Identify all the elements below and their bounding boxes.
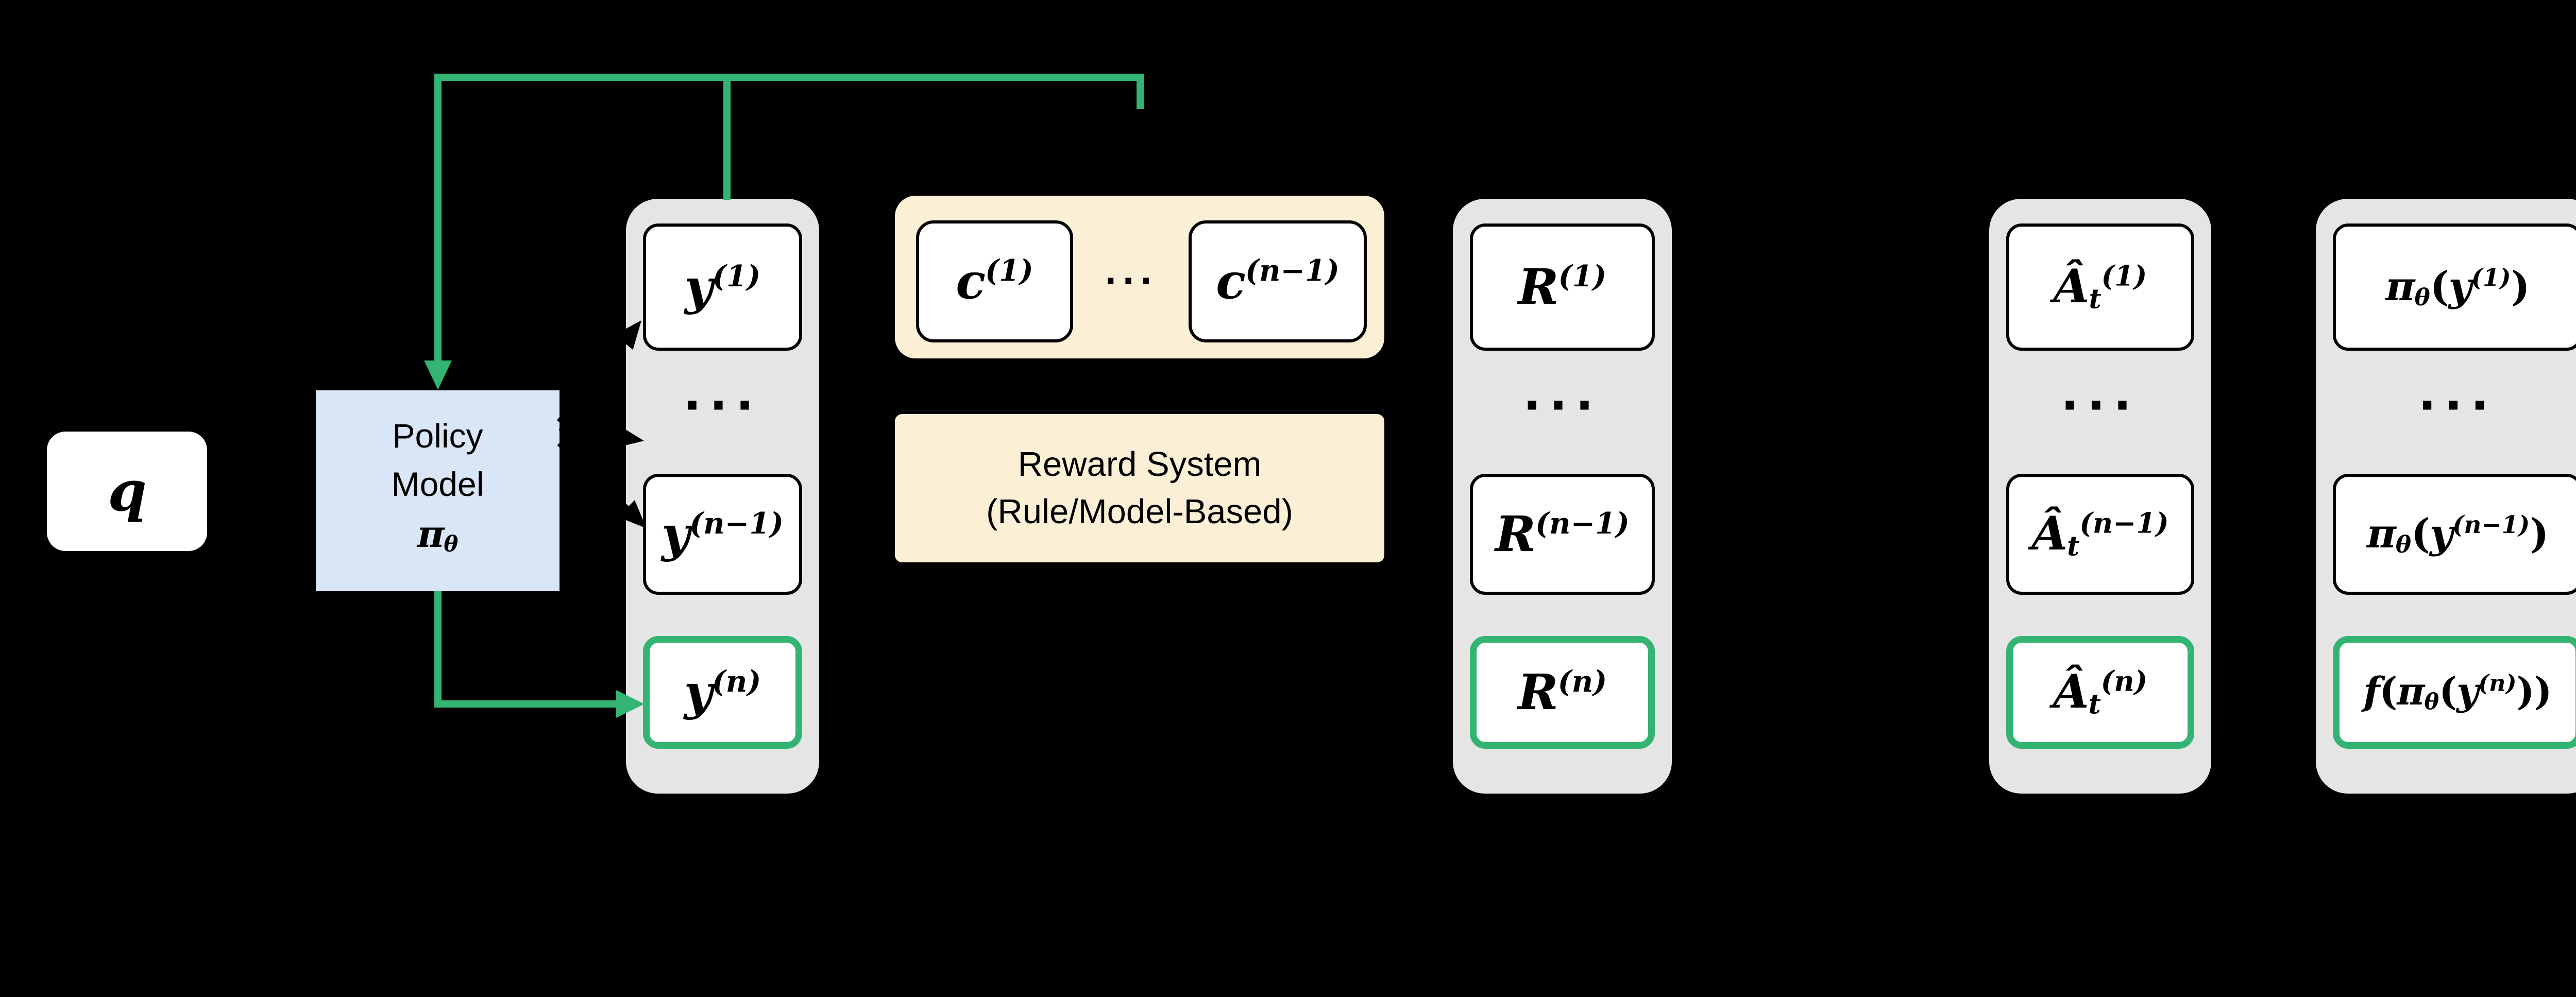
advantage-label-1: Ât(1)	[2053, 259, 2147, 315]
rewards-ellipsis: ···	[1523, 378, 1602, 433]
advantages-ellipsis: ···	[2061, 378, 2140, 433]
response-box-n-1: y(n−1)	[643, 474, 802, 595]
advantage-label-n: Ât(n)	[2053, 664, 2148, 720]
responses-column: y(1) ··· y(n−1) y(n)	[626, 199, 819, 794]
reward-label-n-1: R(n−1)	[1495, 506, 1630, 563]
query-box: q	[47, 432, 207, 551]
advantage-box-n-highlighted: Ât(n)	[2006, 636, 2194, 749]
reward-system-line2: (Rule/Model-Based)	[986, 492, 1293, 531]
reward-label-n: R(n)	[1517, 664, 1607, 721]
response-label-1: y(1)	[684, 259, 761, 316]
sample-arrow-2	[559, 424, 617, 440]
sample-arrow-3	[557, 440, 629, 511]
response-box-n-highlighted: y(n)	[643, 636, 802, 749]
reward-label-1: R(1)	[1518, 259, 1607, 316]
reward-system-line1: Reward System	[1018, 445, 1262, 484]
feedback-arrowhead-policy-icon	[424, 360, 452, 390]
reward-box-1: R(1)	[1470, 224, 1655, 351]
critique-label-1: c(1)	[956, 253, 1033, 310]
probability-label-n-1: πθ(y(n−1))	[2366, 510, 2549, 558]
critique-label-n-1: c(n−1)	[1216, 253, 1340, 310]
critiques-ellipsis: ···	[1104, 262, 1158, 301]
responses-ellipsis: ···	[683, 378, 762, 433]
reward-box-n-1: R(n−1)	[1470, 474, 1655, 595]
policy-symbol: πθ	[417, 511, 459, 557]
probability-label-1: πθ(y(1))	[2385, 263, 2530, 311]
probability-box-n-1: πθ(y(n−1))	[2333, 474, 2576, 595]
sample-arrow-1	[556, 340, 626, 425]
advantage-label-n-1: Ât(n−1)	[2031, 506, 2169, 562]
probability-label-n: f(πθ(y(n)))	[2363, 669, 2552, 715]
critique-box-n-1: c(n−1)	[1189, 220, 1367, 342]
advantage-box-1: Ât(1)	[2006, 224, 2194, 351]
rewards-column: R(1) ··· R(n−1) R(n)	[1453, 199, 1672, 794]
critique-box-1: c(1)	[916, 220, 1073, 342]
query-label: q	[108, 459, 147, 524]
advantage-box-n-1: Ât(n−1)	[2006, 474, 2194, 595]
critiques-container: c(1) ··· c(n−1)	[895, 196, 1384, 358]
response-label-n-1: y(n−1)	[661, 506, 784, 563]
response-box-1: y(1)	[643, 224, 802, 351]
probability-box-n-highlighted: f(πθ(y(n)))	[2333, 636, 2576, 749]
probability-box-1: πθ(y(1))	[2333, 224, 2576, 351]
policy-model-box: Policy Model πθ	[316, 390, 560, 591]
probabilities-ellipsis: ···	[2418, 378, 2497, 433]
response-label-n: y(n)	[684, 664, 761, 721]
probabilities-column: πθ(y(1)) ··· πθ(y(n−1)) f(πθ(y(n)))	[2316, 199, 2576, 794]
reward-system-box: Reward System (Rule/Model-Based)	[895, 414, 1384, 562]
policy-label-line1: Policy	[392, 416, 483, 455]
policy-label-line2: Model	[391, 465, 484, 503]
advantages-column: Ât(1) ··· Ât(n−1) Ât(n)	[1989, 199, 2211, 794]
reward-box-n-highlighted: R(n)	[1470, 636, 1655, 749]
